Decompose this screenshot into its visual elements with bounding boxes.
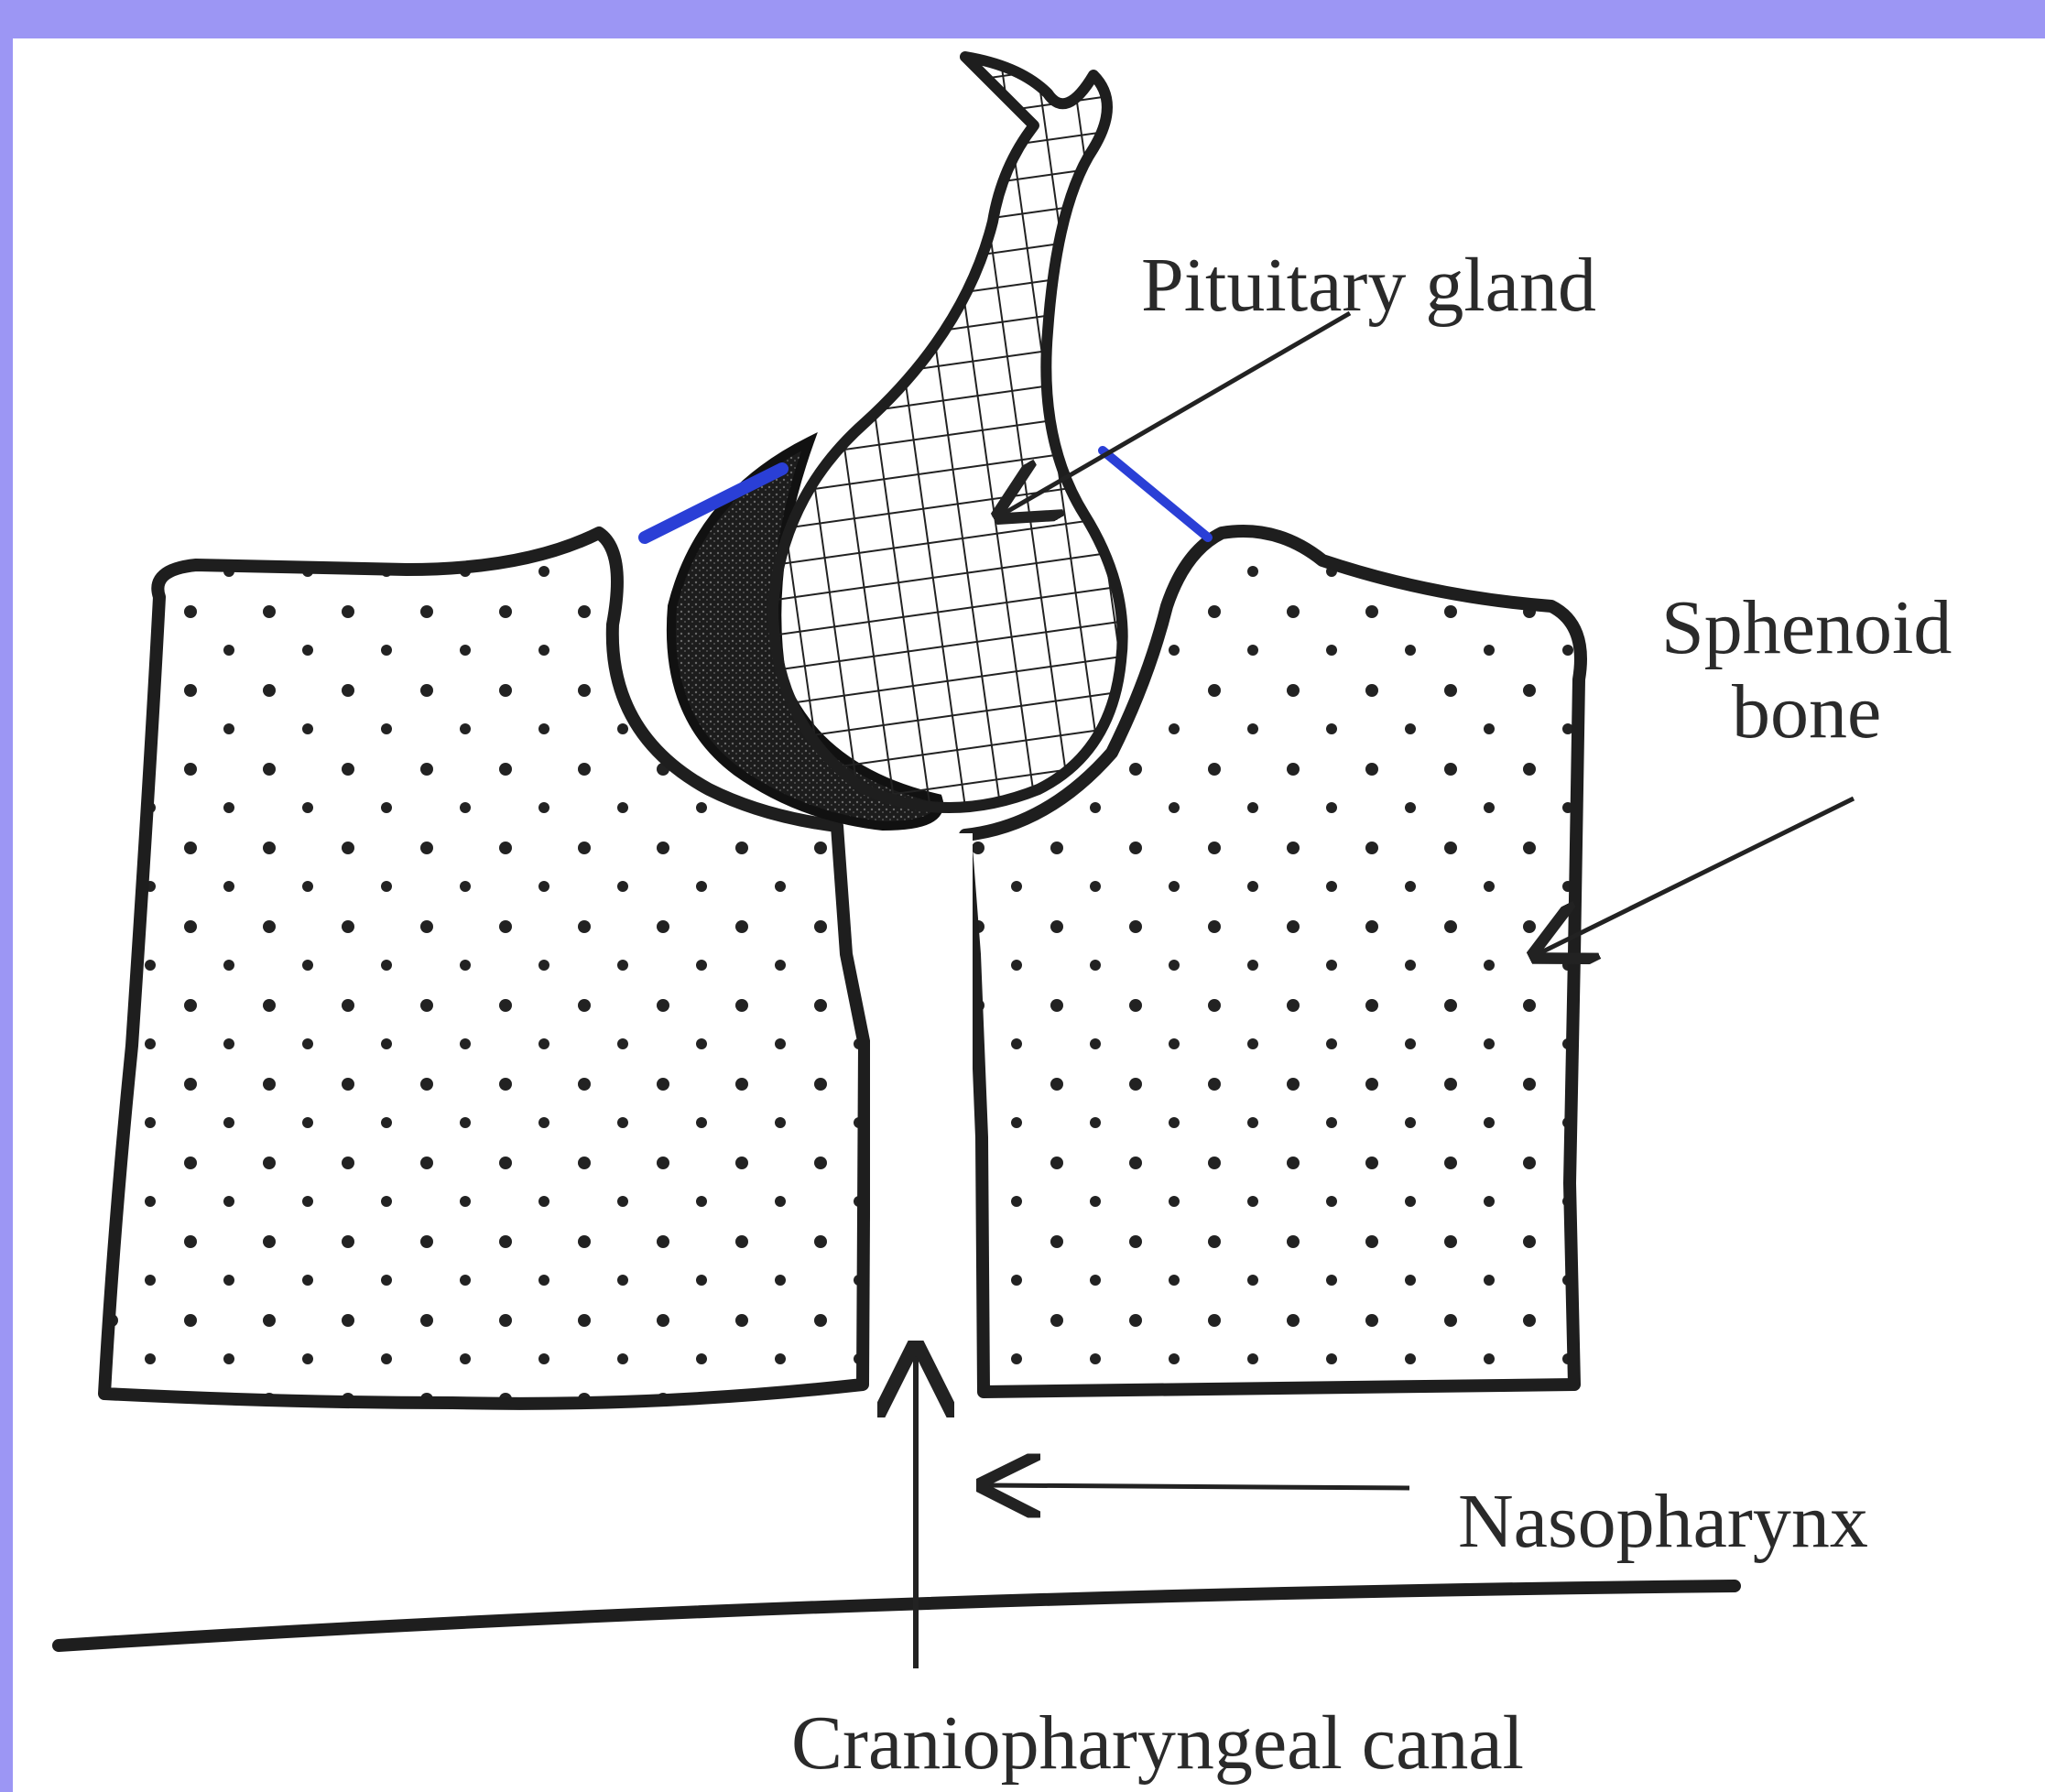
sphenoid-label-line1: Sphenoid xyxy=(1661,586,1952,670)
pituitary-gland-label: Pituitary gland xyxy=(1141,247,1596,324)
diagram-panel: Pituitary gland Sphenoid bone Nasopharyn… xyxy=(13,38,2045,1792)
nasopharynx-pointer-arrow xyxy=(985,1485,1409,1488)
sphenoid-pointer-arrow xyxy=(1538,798,1854,954)
craniopharyngeal-canal-label: Craniopharyngeal canal xyxy=(791,1705,1524,1782)
sphenoid-bone-label: Sphenoid bone xyxy=(1661,586,1952,755)
craniopharyngeal-canal-channel xyxy=(870,833,973,1392)
sphenoid-label-line2: bone xyxy=(1661,670,1952,755)
nasopharynx-floor-line xyxy=(59,1586,1735,1645)
diaphragma-right-highlight xyxy=(1103,451,1208,538)
pituitary-gland-body xyxy=(773,57,1123,808)
nasopharynx-label: Nasopharynx xyxy=(1458,1483,1868,1560)
